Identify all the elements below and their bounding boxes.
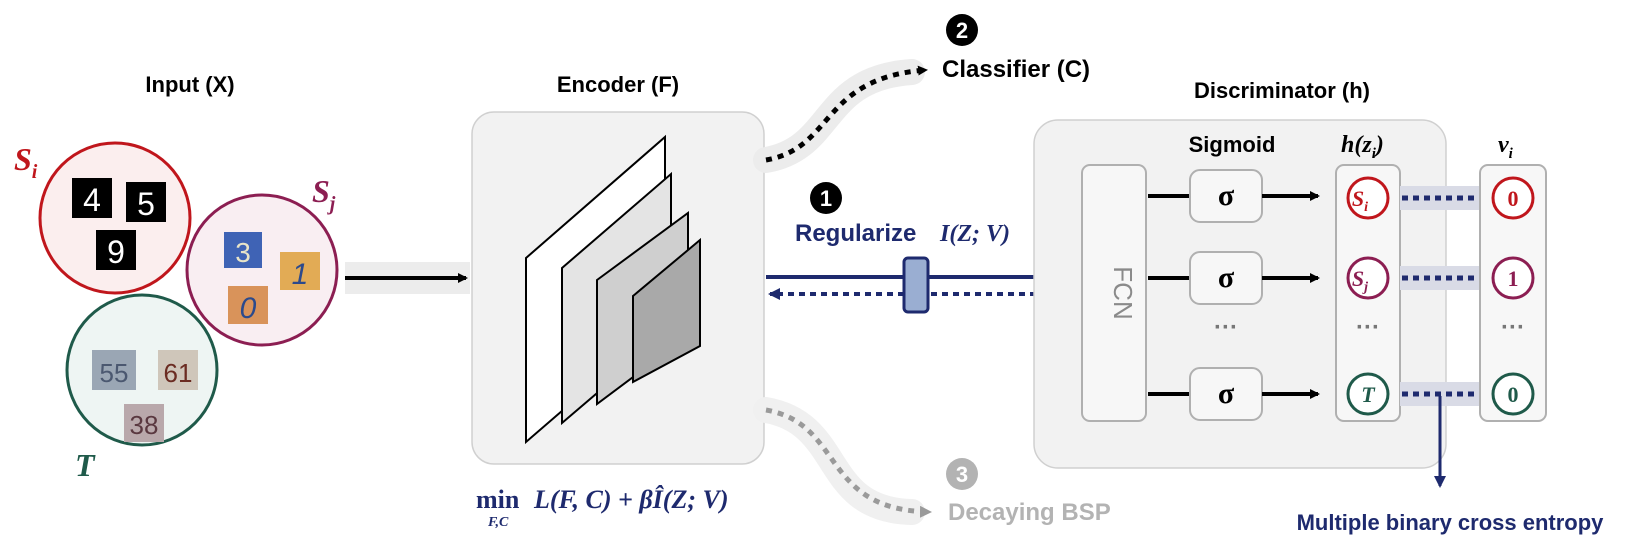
target-label: T bbox=[75, 447, 96, 483]
fcn-label: FCN bbox=[1108, 266, 1138, 319]
output-node-si: Si bbox=[1346, 176, 1390, 220]
loss-label: Multiple binary cross entropy bbox=[1297, 510, 1605, 535]
sigmoid-header: Sigmoid bbox=[1189, 132, 1276, 157]
svg-text:9: 9 bbox=[107, 234, 125, 270]
source-j-circle: 3 1 0 bbox=[185, 193, 339, 347]
mnist-digit-9: 9 bbox=[96, 230, 136, 270]
encoder-title: Encoder (F) bbox=[557, 72, 679, 97]
target-node-3: 0 bbox=[1491, 372, 1535, 416]
step-3-badge: 3 bbox=[946, 458, 978, 490]
sigmoid-ellipsis: ··· bbox=[1214, 314, 1238, 341]
h-column-header: h(zi) bbox=[1341, 132, 1384, 162]
sigmoid-symbol-2: σ bbox=[1218, 261, 1235, 294]
source-i-label: Si bbox=[14, 141, 38, 183]
objective-min-subscript: F,C bbox=[487, 515, 509, 530]
target-circle: 55 61 38 bbox=[65, 293, 219, 447]
target-node-2: 1 bbox=[1491, 256, 1535, 300]
mnist-digit-5: 5 bbox=[126, 182, 166, 222]
cnn-layers-icon bbox=[525, 134, 701, 445]
target-ellipsis: ··· bbox=[1501, 314, 1525, 341]
svg-text:4: 4 bbox=[83, 182, 101, 218]
svg-text:0: 0 bbox=[240, 292, 257, 325]
image-digit-0: 0 bbox=[228, 286, 268, 325]
objective-min: min bbox=[476, 485, 520, 514]
encoder-to-decaying-arrow bbox=[765, 407, 932, 518]
target-node-1: 0 bbox=[1491, 176, 1535, 220]
discriminator-title: Discriminator (h) bbox=[1194, 78, 1370, 103]
mutual-information-formula: I(Z; V) bbox=[939, 221, 1010, 247]
fcn-block bbox=[1081, 164, 1147, 422]
decaying-label: Decaying BSP bbox=[948, 499, 1111, 526]
svg-text:0: 0 bbox=[1508, 186, 1519, 211]
svhn-digit-38: 38 bbox=[124, 404, 164, 442]
v-column-header: vi bbox=[1498, 132, 1514, 162]
gradient-reversal-block bbox=[902, 256, 930, 314]
svhn-digit-61: 61 bbox=[158, 350, 198, 390]
svg-text:T: T bbox=[1361, 382, 1376, 407]
svg-text:1: 1 bbox=[1508, 266, 1519, 291]
svg-text:1: 1 bbox=[292, 258, 309, 291]
classifier-label: Classifier (C) bbox=[942, 56, 1090, 83]
svg-text:5: 5 bbox=[137, 186, 155, 222]
image-digit-1: 1 bbox=[280, 252, 320, 291]
svg-text:3: 3 bbox=[235, 237, 251, 268]
source-j-label: Sj bbox=[312, 173, 336, 215]
classifier-path-shadow bbox=[753, 59, 925, 173]
svg-text:3: 3 bbox=[956, 462, 968, 487]
mnist-digit-4: 4 bbox=[72, 178, 112, 218]
input-title: Input (X) bbox=[145, 72, 234, 97]
image-digit-3: 3 bbox=[224, 232, 262, 268]
step-2-badge: 2 bbox=[946, 14, 978, 46]
svg-text:38: 38 bbox=[130, 410, 159, 440]
sigmoid-symbol-1: σ bbox=[1218, 179, 1235, 212]
step-1-badge: 1 bbox=[810, 182, 842, 214]
output-node-t: T bbox=[1346, 372, 1390, 416]
svg-text:0: 0 bbox=[1508, 382, 1519, 407]
output-ellipsis: ··· bbox=[1356, 314, 1380, 341]
svg-text:55: 55 bbox=[100, 358, 129, 388]
svhn-digit-55: 55 bbox=[92, 350, 136, 390]
decaying-path-shadow bbox=[753, 397, 925, 525]
output-node-sj: Sj bbox=[1346, 256, 1390, 300]
svg-text:61: 61 bbox=[164, 358, 193, 388]
sigmoid-symbol-3: σ bbox=[1218, 377, 1235, 410]
source-i-circle: 4 5 9 bbox=[38, 141, 192, 295]
svg-text:1: 1 bbox=[820, 186, 832, 211]
svg-text:Si: Si bbox=[1352, 186, 1368, 215]
svg-text:2: 2 bbox=[956, 18, 968, 43]
svg-text:Sj: Sj bbox=[1352, 266, 1368, 295]
objective-expression: L(F, C) + βÎ(Z; V) bbox=[533, 485, 728, 514]
regularize-label: Regularize bbox=[795, 220, 916, 247]
